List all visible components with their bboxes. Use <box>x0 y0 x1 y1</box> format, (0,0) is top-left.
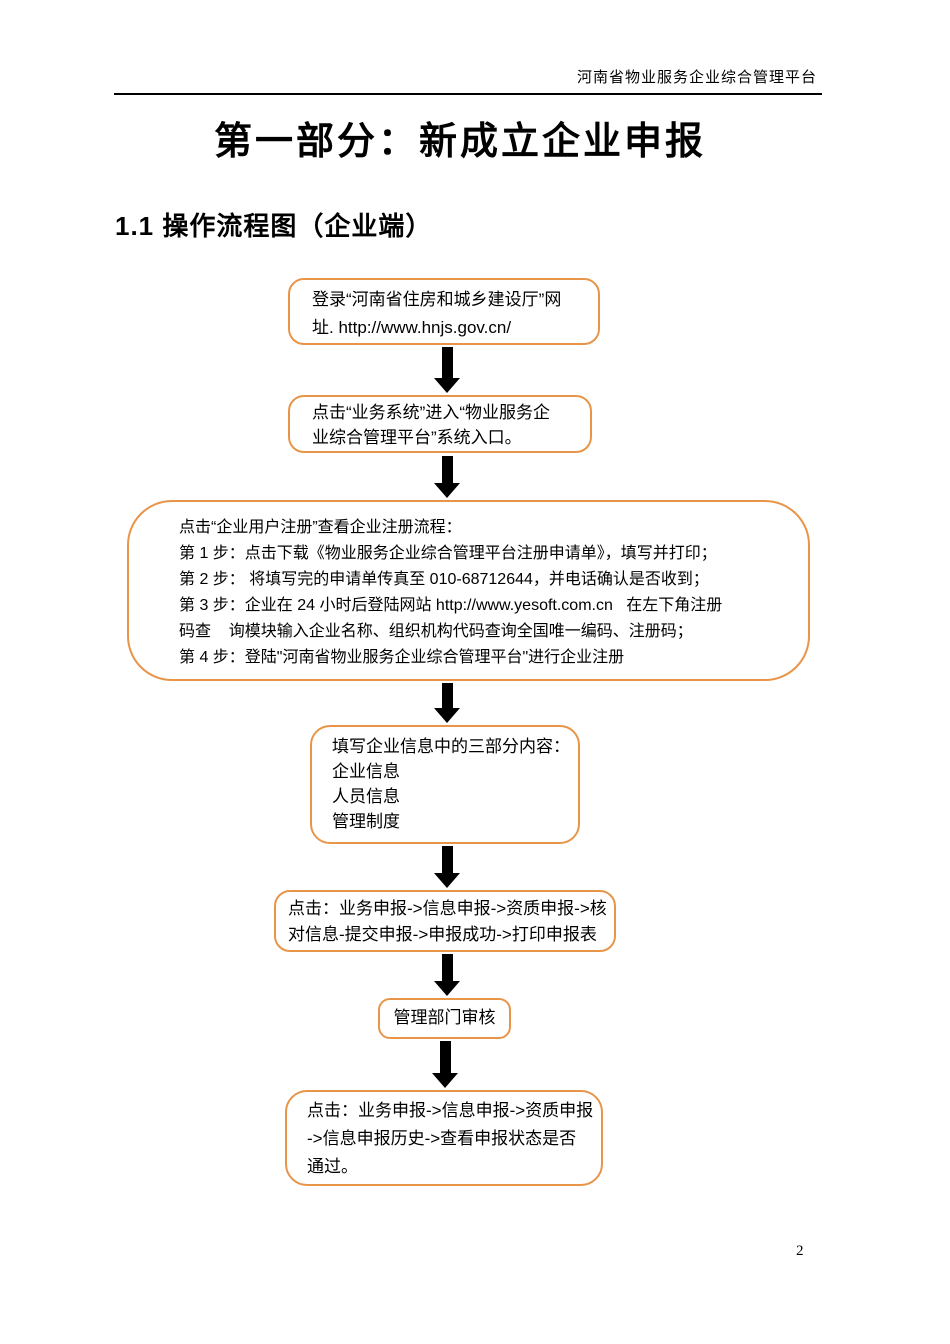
flow-box-text: 址. http://www.hnjs.gov.cn/ <box>312 318 512 337</box>
page-header: 河南省物业服务企业综合管理平台 <box>576 70 817 86</box>
flow-box-fill-enterprise-info: 填写企业信息中的三部分内容： 企业信息 人员信息 管理制度 <box>310 725 580 844</box>
flow-box-text: 第 3 步：企业在 24 小时后登陆网站 http://www.yesoft.c… <box>179 597 723 614</box>
flow-arrow-down-2 <box>434 456 460 498</box>
flow-box-text: 企业信息 <box>332 762 400 781</box>
flow-box-text: 点击“企业用户注册”查看企业注册流程： <box>179 519 462 536</box>
flow-box-text: ->信息申报历史->查看申报状态是否 <box>307 1129 577 1148</box>
page-number: 2 <box>796 1243 804 1259</box>
flow-box-text: 点击“业务系统”进入“物业服务企 <box>312 403 550 422</box>
flow-box-department-review: 管理部门审核 <box>378 998 511 1039</box>
arrow-head <box>434 483 460 498</box>
arrow-head <box>434 981 460 996</box>
flow-arrow-down-6 <box>432 1041 458 1088</box>
arrow-shaft <box>441 846 453 873</box>
flow-box-text: 管理部门审核 <box>393 1008 496 1027</box>
flow-arrow-down-4 <box>434 846 460 888</box>
arrow-shaft <box>441 954 453 981</box>
document-title: 第一部分：新成立企业申报 <box>213 121 706 163</box>
flow-box-text: 第 2 步： 将填写完的申请单传真至 010-68712644，并电话确认是否收… <box>179 571 709 588</box>
arrow-head <box>434 708 460 723</box>
flow-box-login-website: 登录“河南省住房和城乡建设厅”网 址. http://www.hnjs.gov.… <box>288 278 600 345</box>
flow-box-text: 填写企业信息中的三部分内容： <box>332 737 570 756</box>
flow-box-text: 管理制度 <box>332 812 400 831</box>
header-divider <box>114 93 822 95</box>
flow-box-text: 码查 询模块输入企业名称、组织机构代码查询全国唯一编码、注册码； <box>179 623 693 640</box>
flow-box-text: 人员信息 <box>332 787 400 806</box>
arrow-shaft <box>441 456 453 483</box>
flow-box-text: 点击：业务申报->信息申报->资质申报 <box>307 1101 594 1120</box>
flow-box-text: 第 1 步：点击下载《物业服务企业综合管理平台注册申请单》，填写并打印； <box>179 545 717 562</box>
arrow-head <box>434 873 460 888</box>
flow-box-text: 业综合管理平台”系统入口。 <box>312 428 522 447</box>
arrow-head <box>432 1073 458 1088</box>
flow-arrow-down-5 <box>434 954 460 996</box>
flow-box-text: 登录“河南省住房和城乡建设厅”网 <box>312 290 562 309</box>
flow-box-text: 第 4 步：登陆"河南省物业服务企业综合管理平台"进行企业注册 <box>179 649 625 666</box>
flow-arrow-down-3 <box>434 683 460 723</box>
flow-box-submit-declaration: 点击：业务申报->信息申报->资质申报->核 对信息-提交申报->申报成功->打… <box>274 890 616 952</box>
flow-box-text: 通过。 <box>307 1157 358 1176</box>
arrow-shaft <box>441 683 453 708</box>
flow-box-text: 点击：业务申报->信息申报->资质申报->核 <box>288 899 607 918</box>
flow-box-enter-system: 点击“业务系统”进入“物业服务企 业综合管理平台”系统入口。 <box>288 395 592 453</box>
arrow-head <box>434 378 460 393</box>
flow-box-check-status: 点击：业务申报->信息申报->资质申报 ->信息申报历史->查看申报状态是否 通… <box>285 1090 603 1186</box>
flow-box-register-steps: 点击“企业用户注册”查看企业注册流程： 第 1 步：点击下载《物业服务企业综合管… <box>127 500 810 681</box>
flow-box-text: 对信息-提交申报->申报成功->打印申报表 <box>288 925 597 944</box>
arrow-shaft <box>441 347 453 378</box>
flow-arrow-down-1 <box>434 347 460 393</box>
section-heading: 1.1 操作流程图（企业端） <box>115 211 433 241</box>
arrow-shaft <box>439 1041 451 1073</box>
